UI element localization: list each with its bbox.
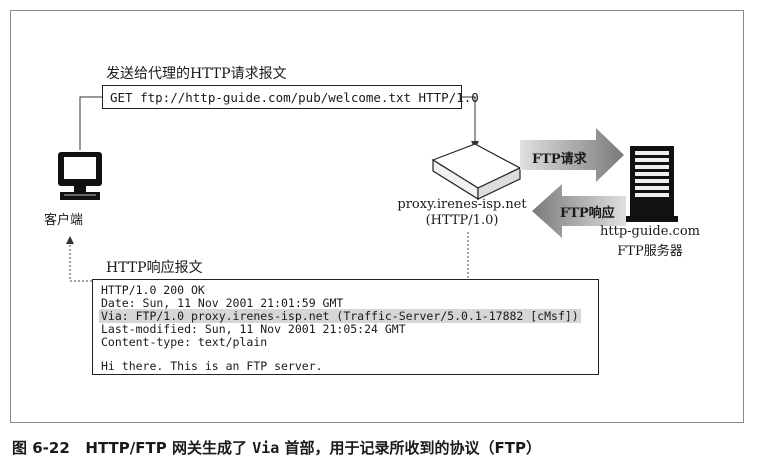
response-status-line: HTTP/1.0 200 OK: [101, 283, 205, 297]
caption-code: Via: [252, 439, 280, 457]
figure-frame: [10, 10, 744, 423]
response-body-line: Hi there. This is an FTP server.: [101, 359, 323, 373]
request-connector: [79, 96, 479, 150]
request-message-box: GET ftp://http-guide.com/pub/welcome.txt…: [102, 85, 479, 109]
response-message-label: HTTP响应报文: [106, 260, 203, 276]
computer-icon: [58, 152, 102, 200]
figure-caption: 图 6-22 HTTP/FTP 网关生成了 Via 首部，用于记录所收到的协议（…: [12, 437, 541, 458]
response-last-modified-header: Last-modified: Sun, 11 Nov 2001 21:05:24…: [101, 322, 406, 336]
response-via-header: Via: FTP/1.0 proxy.irenes-isp.net (Traff…: [99, 309, 581, 323]
request-line: GET ftp://http-guide.com/pub/welcome.txt…: [110, 90, 479, 105]
server-host-label: http-guide.com: [600, 224, 700, 239]
server-name-label: FTP服务器: [617, 244, 683, 259]
client-label: 客户端: [44, 213, 84, 228]
server-icon: [626, 146, 678, 222]
response-date-header: Date: Sun, 11 Nov 2001 21:01:59 GMT: [101, 296, 344, 310]
response-message-box: HTTP/1.0 200 OK Date: Sun, 11 Nov 2001 2…: [92, 279, 599, 375]
response-connector: [66, 232, 469, 282]
proxy-device-icon: [431, 143, 522, 201]
caption-prefix: 图 6-22 HTTP/FTP 网关生成了: [12, 439, 253, 457]
proxy-host-label: proxy.irenes-isp.net: [397, 197, 527, 212]
caption-suffix: 首部，用于记录所收到的协议（FTP）: [279, 439, 541, 457]
ftp-request-arrow: [520, 128, 624, 182]
request-message-label: 发送给代理的HTTP请求报文: [106, 66, 287, 82]
response-content-type-header: Content-type: text/plain: [101, 335, 268, 349]
ftp-request-label: FTP请求: [532, 152, 587, 167]
proxy-version-label: (HTTP/1.0): [425, 213, 499, 228]
ftp-response-label: FTP响应: [560, 206, 615, 221]
ftp-response-arrow: [532, 184, 626, 238]
